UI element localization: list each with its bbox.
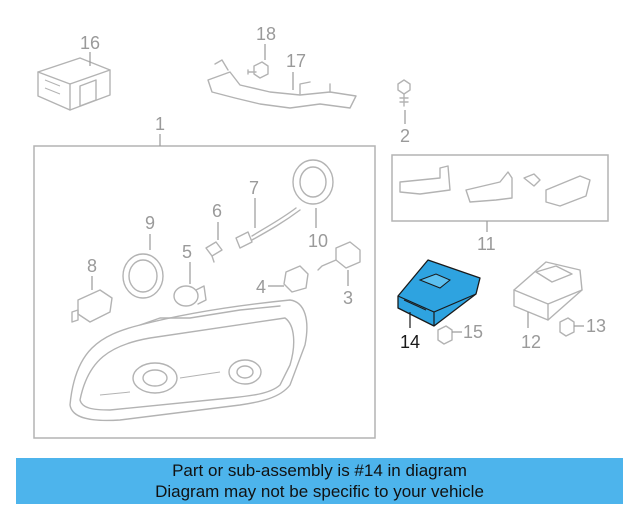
part-13-screw: [559, 317, 575, 337]
part-17-bracket: [207, 59, 357, 109]
part-5-bulb: [173, 285, 207, 307]
caption-line-1: Part or sub-assembly is #14 in diagram: [172, 461, 467, 480]
caption-banner: Part or sub-assembly is #14 in diagram D…: [16, 458, 623, 504]
callout-15: 15: [463, 322, 483, 342]
part-12-ballast: [513, 261, 583, 321]
callout-7: 7: [249, 178, 259, 198]
parts-diagram: 16 17 18 2 1 8: [33, 24, 609, 439]
bracket-group-box: [391, 154, 609, 222]
callout-12: 12: [521, 332, 541, 352]
callout-5: 5: [182, 242, 192, 262]
callout-2: 2: [400, 126, 410, 146]
callout-13: 13: [586, 316, 606, 336]
headlamp-housing: [69, 299, 308, 422]
callout-18: 18: [256, 24, 276, 44]
part-18-screw: [247, 61, 269, 79]
part-6-small-bulb: [205, 241, 223, 263]
caption-line-2: Diagram may not be specific to your vehi…: [155, 482, 484, 501]
part-9-seal: [122, 253, 164, 299]
callout-3: 3: [343, 288, 353, 308]
callout-8: 8: [87, 256, 97, 276]
callout-1: 1: [155, 114, 165, 134]
part-14-ballast-module: [397, 259, 481, 327]
callout-4: 4: [256, 277, 266, 297]
callout-14: 14: [400, 332, 420, 352]
callout-10: 10: [308, 231, 328, 251]
part-7-wiring: [235, 207, 301, 249]
part-8-socket: [71, 289, 113, 323]
callout-11: 11: [477, 234, 496, 254]
headlamp-assembly-box: [33, 145, 376, 439]
part-2-bolt: [397, 79, 411, 107]
callout-16: 16: [80, 33, 100, 53]
part-11-brackets: [399, 165, 591, 207]
callout-17: 17: [286, 51, 306, 71]
part-15-screw: [437, 325, 453, 345]
callout-6: 6: [212, 201, 222, 221]
part-3-xenon-bulb: [317, 241, 361, 271]
part-10-cap: [292, 159, 334, 205]
callout-9: 9: [145, 213, 155, 233]
part-4-igniter: [283, 265, 309, 293]
part-16-module: [37, 57, 111, 111]
